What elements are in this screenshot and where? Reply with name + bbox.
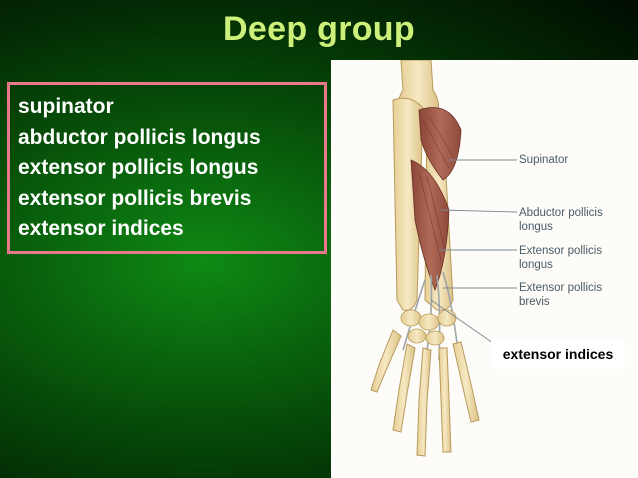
muscle-item-extensor-pollicis-longus: extensor pollicis longus bbox=[18, 156, 259, 179]
muscle-item-supinator: supinator bbox=[18, 95, 114, 118]
forearm-anatomy-drawing bbox=[370, 60, 518, 457]
ulna-bone bbox=[392, 97, 424, 311]
muscle-item-abductor-pollicis-longus: abductor pollicis longus bbox=[18, 125, 261, 149]
figure-label-extensor-pollicis-longus: Extensor pollicis longus bbox=[519, 245, 603, 271]
figure-label-abductor-pollicis-longus: Abductor pollicis longus bbox=[519, 207, 603, 233]
extensor-indices-callout: extensor indices bbox=[491, 339, 625, 369]
supinator-muscle bbox=[418, 107, 462, 181]
deep-muscle-belly bbox=[410, 159, 450, 292]
figure-label-supinator: Supinator bbox=[519, 154, 569, 166]
muscle-item-extensor-pollicis-brevis: extensor pollicis brevis bbox=[18, 186, 252, 210]
muscle-list: supinator abductor pollicis longus exten… bbox=[7, 82, 327, 254]
slide-title: Deep group bbox=[223, 10, 415, 48]
forearm-illustration: Supinator Abductor pollicis longus Exten… bbox=[331, 60, 638, 478]
muscle-item-extensor-indices: extensor indices bbox=[18, 217, 184, 240]
figure-label-extensor-pollicis-brevis: Extensor pollicis brevis bbox=[519, 282, 603, 308]
